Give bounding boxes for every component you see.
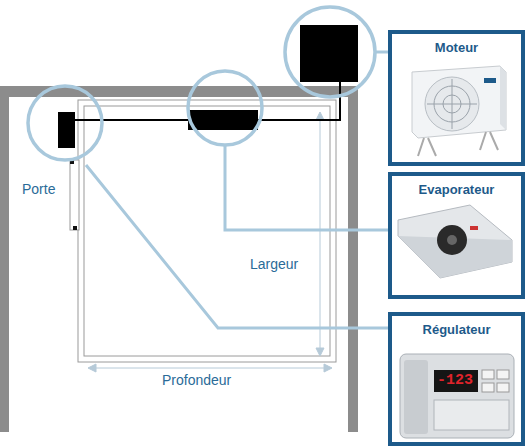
lcd-display — [434, 370, 478, 392]
dimension-label: Profondeur — [162, 372, 231, 388]
wall — [0, 86, 9, 432]
highlight-circle — [28, 7, 375, 160]
box-title: Evaporateur — [392, 182, 521, 197]
regulator-illustration — [400, 354, 514, 438]
condensing-unit-illustration — [412, 66, 506, 156]
motor-symbol — [300, 25, 358, 82]
door-hinge — [73, 226, 77, 230]
display-reading: -123 — [437, 372, 473, 389]
box-title: Régulateur — [392, 322, 521, 337]
product-box: Moteur — [388, 30, 525, 166]
dimension-arrow — [88, 112, 332, 372]
door — [70, 160, 79, 230]
dimension-label: Largeur — [250, 256, 298, 272]
door-label: Porte — [22, 181, 55, 197]
box-title: Moteur — [392, 40, 521, 55]
wall — [348, 86, 358, 432]
evaporator-illustration — [398, 205, 512, 278]
regulator-symbol — [58, 112, 75, 148]
evaporator-symbol — [188, 110, 258, 130]
product-box: Evaporateur — [388, 172, 525, 299]
